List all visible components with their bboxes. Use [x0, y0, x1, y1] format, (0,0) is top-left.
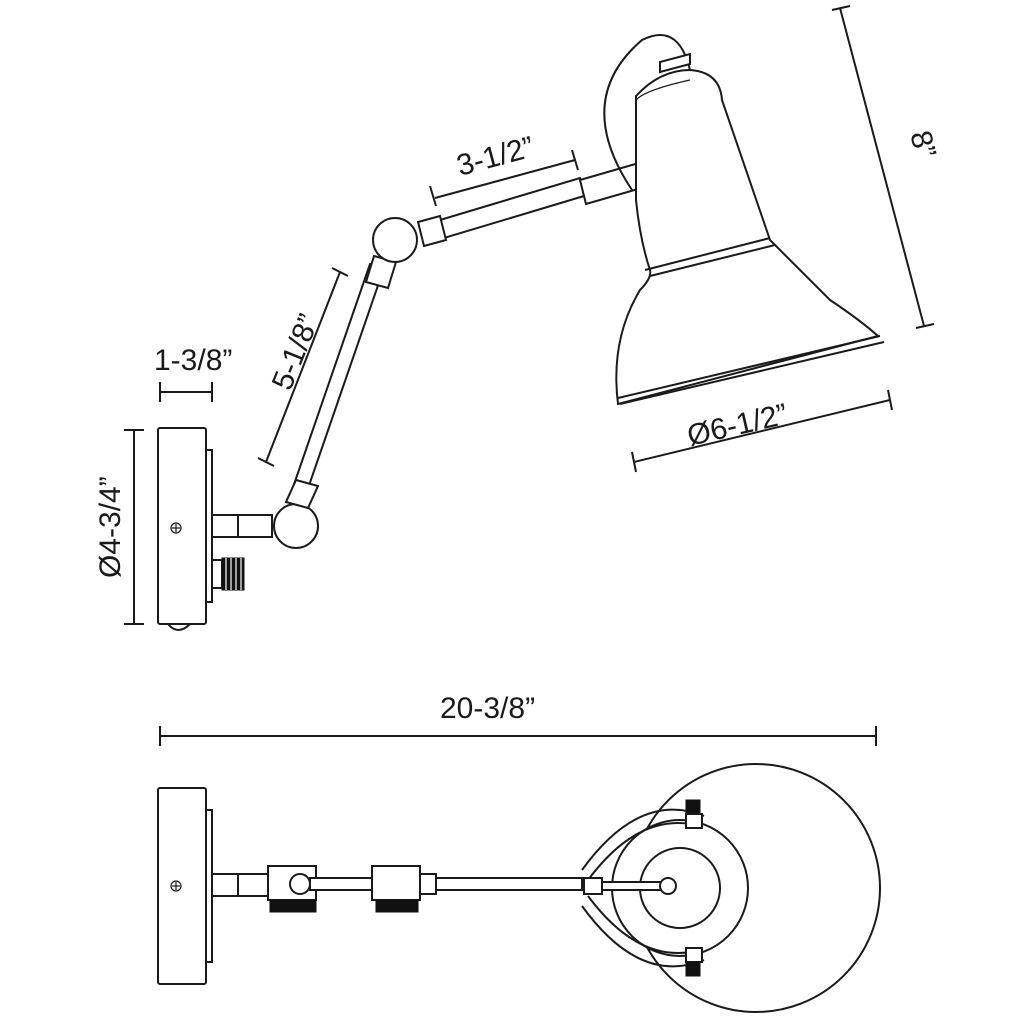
dim-backplate-depth	[159, 382, 213, 402]
dim-shade-diameter	[631, 389, 893, 473]
backplate-side	[157, 427, 213, 631]
dim-shade-height	[831, 5, 935, 329]
label-backplate-depth: 1-3/8”	[154, 344, 232, 377]
label-arm-lower: 5-1/8”	[266, 310, 326, 395]
mount-stem	[211, 503, 319, 549]
dim-arm-upper	[429, 149, 579, 207]
label-shade-height: 8”	[903, 127, 942, 161]
elbow-joint	[372, 217, 418, 263]
side-view: 3-1/2” 5-1/8” 1-3/8” Ø4-3/4” 8” Ø6-1/2”	[94, 5, 942, 631]
top-view	[157, 763, 881, 1013]
lamp-shade-top	[581, 763, 881, 1013]
dim-arm-lower	[257, 267, 349, 467]
lamp-shade-side	[603, 34, 885, 406]
dim-backplate-diameter	[124, 429, 144, 625]
switch-knob	[211, 557, 245, 591]
lower-arm	[284, 254, 398, 510]
arm-rod-top	[211, 865, 583, 913]
backplate-top	[157, 787, 213, 985]
label-arm-upper: 3-1/2”	[453, 131, 537, 183]
label-overall-extension: 20-3/8”	[440, 692, 535, 725]
label-shade-diameter: Ø6-1/2”	[684, 398, 791, 453]
dim-overall-extension	[159, 726, 877, 746]
label-backplate-diameter: Ø4-3/4”	[94, 476, 127, 578]
